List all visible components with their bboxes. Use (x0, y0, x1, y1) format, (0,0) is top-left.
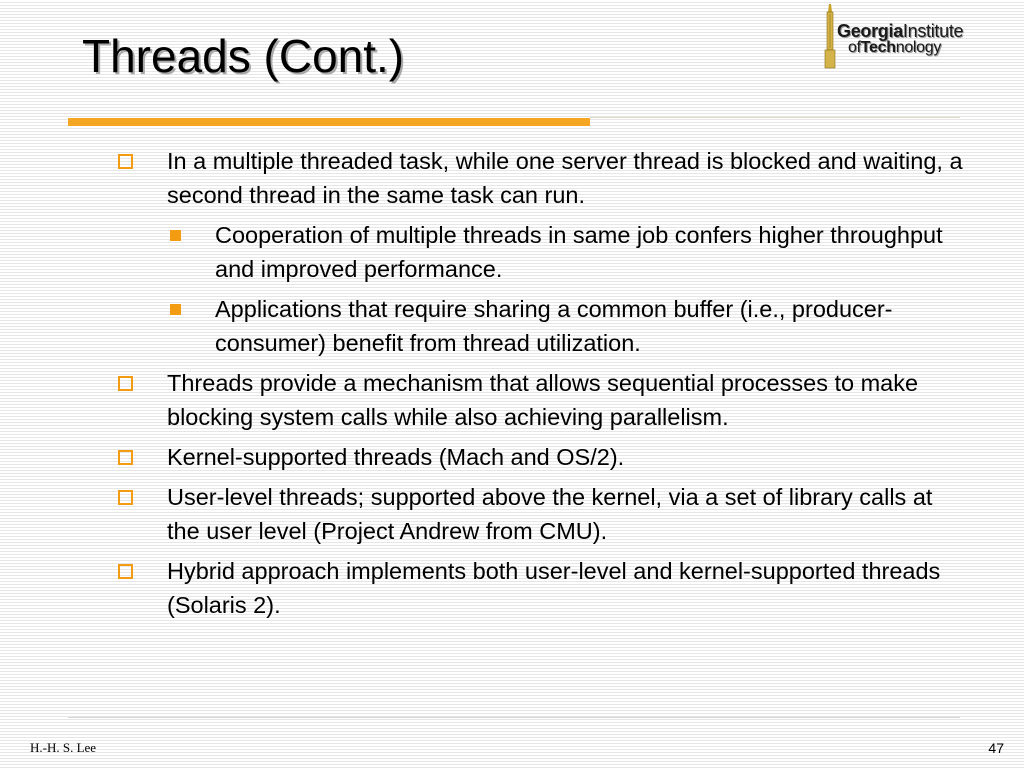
title-accent-bar (68, 118, 590, 126)
tech-tower-icon (824, 4, 836, 69)
sub-bullet-item: Applications that require sharing a comm… (115, 292, 965, 360)
sub-bullet-item: Cooperation of multiple threads in same … (115, 218, 965, 286)
georgia-tech-logo: GeorgiaInstitute ofTechnology (820, 2, 1020, 72)
slide-title: Threads (Cont.) (82, 30, 405, 82)
bullet-item: User-level threads; supported above the … (115, 480, 965, 548)
bullet-list: In a multiple threaded task, while one s… (115, 144, 965, 628)
page-number: 47 (988, 740, 1004, 756)
title-divider-line (590, 117, 960, 118)
footer-divider (68, 717, 960, 718)
bullet-item: Hybrid approach implements both user-lev… (115, 554, 965, 622)
logo-line2: ofTechnology (848, 39, 942, 56)
bullet-item: Threads provide a mechanism that allows … (115, 366, 965, 434)
bullet-item: Kernel-supported threads (Mach and OS/2)… (115, 440, 965, 474)
footer-author: H.-H. S. Lee (30, 740, 97, 755)
logo-line1: GeorgiaInstitute (837, 21, 964, 41)
bullet-item: In a multiple threaded task, while one s… (115, 144, 965, 212)
